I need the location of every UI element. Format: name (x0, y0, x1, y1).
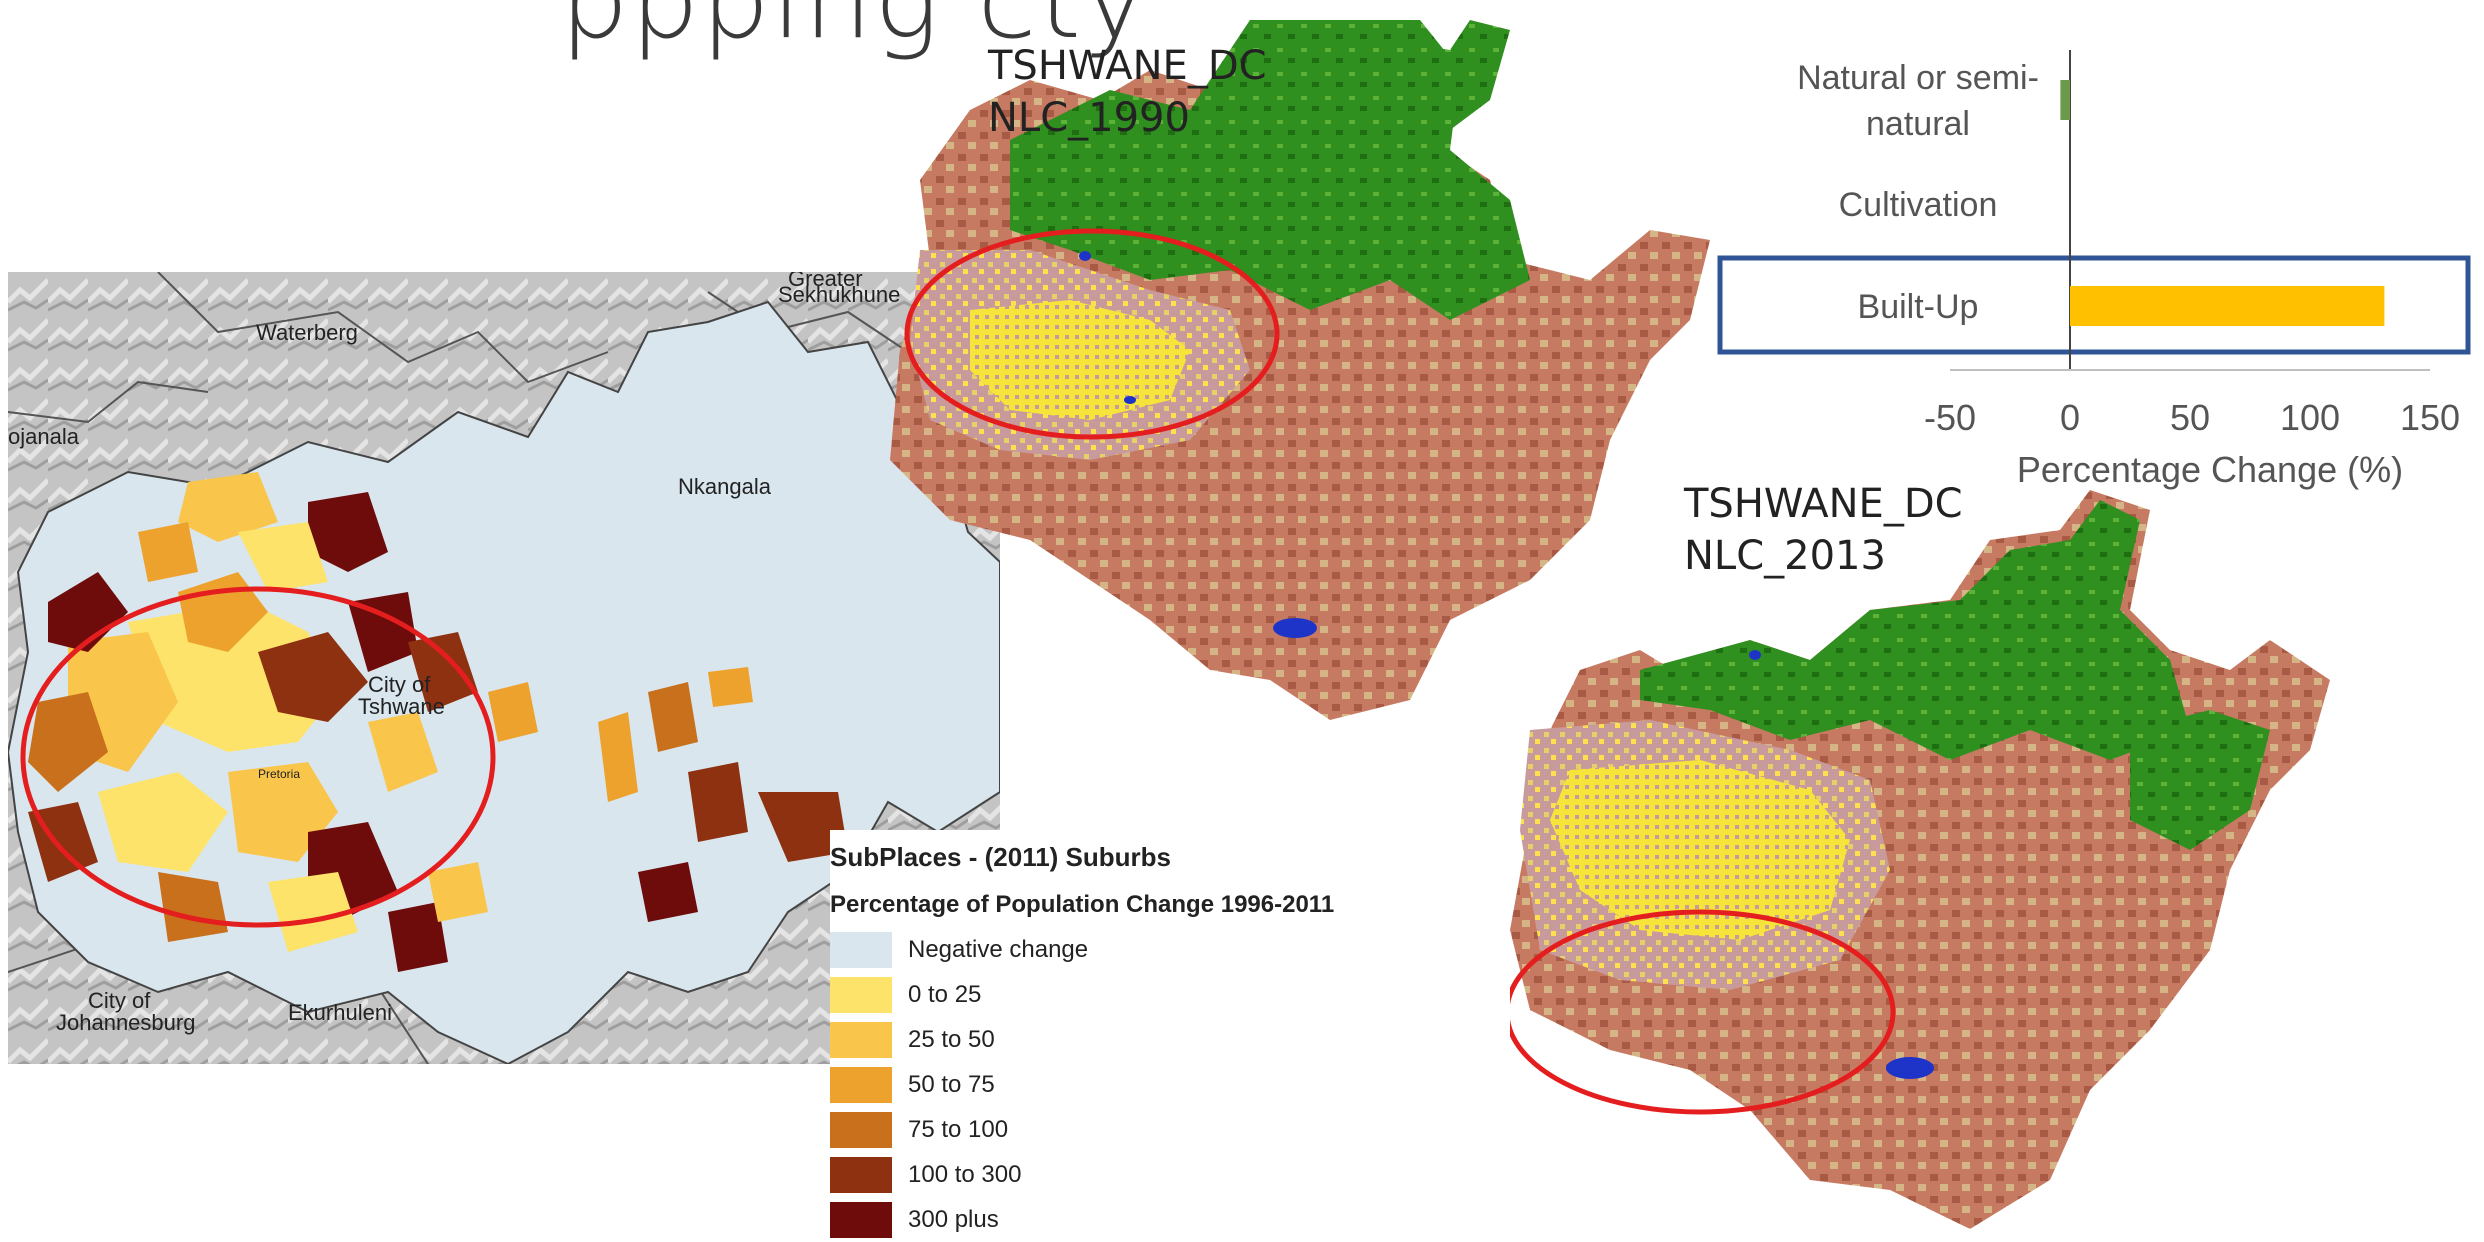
land-cover-2013-builtup (1550, 760, 1850, 940)
label-city-of-johannesburg-line1: City of (88, 988, 151, 1013)
legend-swatch (830, 1201, 892, 1238)
bar-built-up (2070, 286, 2385, 326)
x-tick-label: 0 (2060, 397, 2080, 438)
land-cover-map-2013 (1510, 490, 2330, 1229)
x-tick-label: 50 (2170, 397, 2210, 438)
legend-swatch (830, 1066, 892, 1103)
legend-item: 75 to 100 (830, 1107, 1390, 1152)
percentage-change-bar-chart: Natural or semi-naturalCultivationBuilt-… (1717, 50, 2471, 490)
legend-item: 300 plus (830, 1197, 1390, 1242)
category-label: natural (1866, 105, 1970, 143)
land-cover-1990-builtup (970, 300, 1190, 420)
land-cover-2013-natural (1640, 500, 2190, 760)
map-1990-label-line2: NLC_1990 (988, 95, 1190, 141)
land-cover-1990-natural (1010, 20, 1530, 320)
bar-natural-or-semi-natural (2060, 80, 2070, 120)
map-2013-label: TSHWANE_DC NLC_2013 (1684, 478, 1963, 582)
x-tick-label: 150 (2400, 397, 2460, 438)
legend-item: 50 to 75 (830, 1062, 1390, 1107)
population-change-map: Waterberg ojanala Greater Sekhukhune Se … (8, 272, 1000, 1064)
legend-label: 300 plus (908, 1205, 999, 1233)
legend-subtitle: Percentage of Population Change 1996-201… (830, 891, 1335, 918)
land-cover-1990-natural-ne (1390, 20, 1510, 130)
x-tick-label: 100 (2280, 397, 2340, 438)
label-city-of-tshwane-line2: Tshwane (358, 694, 445, 719)
x-axis-label: Percentage Change (%) (2017, 449, 2403, 490)
land-cover-2013-water (1749, 650, 1934, 1079)
category-label: Cultivation (1839, 186, 1998, 224)
label-city-of-johannesburg-line2: Johannesburg (56, 1010, 195, 1035)
legend-label: 25 to 50 (908, 1025, 995, 1053)
land-cover-1990-water (1079, 251, 1317, 638)
x-tick-label: -50 (1924, 397, 1976, 438)
label-greater: Greater (788, 272, 863, 291)
legend-swatch (830, 976, 892, 1013)
map-1990-label: TSHWANE_DC NLC_1990 (988, 40, 1267, 144)
legend-title: SubPlaces - (2011) Suburbs (830, 842, 1172, 872)
highlight-ellipse-2013 (1510, 909, 1896, 1115)
legend-swatch (830, 1021, 892, 1058)
highlight-ellipse-1990 (904, 228, 1280, 440)
label-bojanala: ojanala (8, 424, 80, 449)
legend-swatch (830, 1111, 892, 1148)
map-2013-label-line1: TSHWANE_DC (1684, 481, 1963, 527)
label-pretoria: Pretoria (258, 767, 300, 781)
label-sekhukhune: Sekhukhune (778, 282, 900, 307)
highlight-ellipse-population (20, 586, 496, 928)
legend-items: Negative change 0 to 25 25 to 50 50 to 75 75… (830, 927, 1390, 1242)
land-cover-2013-natural-east (2130, 710, 2270, 850)
label-city-of-tshwane-line1: City of (368, 672, 431, 697)
legend-item: 25 to 50 (830, 1017, 1390, 1062)
label-ekurhuleni: Ekurhuleni (288, 1000, 392, 1025)
land-cover-map-1990 (890, 20, 1710, 720)
legend-label: Negative change (908, 935, 1089, 963)
legend-label: 50 to 75 (908, 1070, 995, 1098)
map-2013-label-line2: NLC_2013 (1684, 533, 1886, 579)
label-nkangala: Nkangala (678, 474, 772, 499)
population-change-legend: SubPlaces - (2011) Suburbs Percentage of… (830, 830, 1390, 1238)
legend-label: 75 to 100 (908, 1115, 1009, 1143)
legend-label: 100 to 300 (908, 1160, 1022, 1188)
highlight-box-built-up (1717, 255, 2471, 355)
category-label: Built-Up (1858, 288, 1979, 326)
label-waterberg: Waterberg (256, 320, 358, 345)
place-labels: Waterberg ojanala Greater Sekhukhune Se … (8, 272, 941, 1035)
legend-swatch (830, 1156, 892, 1193)
legend-swatch (830, 931, 892, 968)
legend-label: 0 to 25 (908, 980, 982, 1008)
map-1990-label-line1: TSHWANE_DC (988, 43, 1267, 89)
legend-item: 100 to 300 (830, 1152, 1390, 1197)
legend-item: 0 to 25 (830, 972, 1390, 1017)
category-label: Natural or semi- (1797, 59, 2039, 97)
legend-item: Negative change (830, 927, 1390, 972)
slide-title-fragment: ppping cty (560, 0, 1149, 63)
